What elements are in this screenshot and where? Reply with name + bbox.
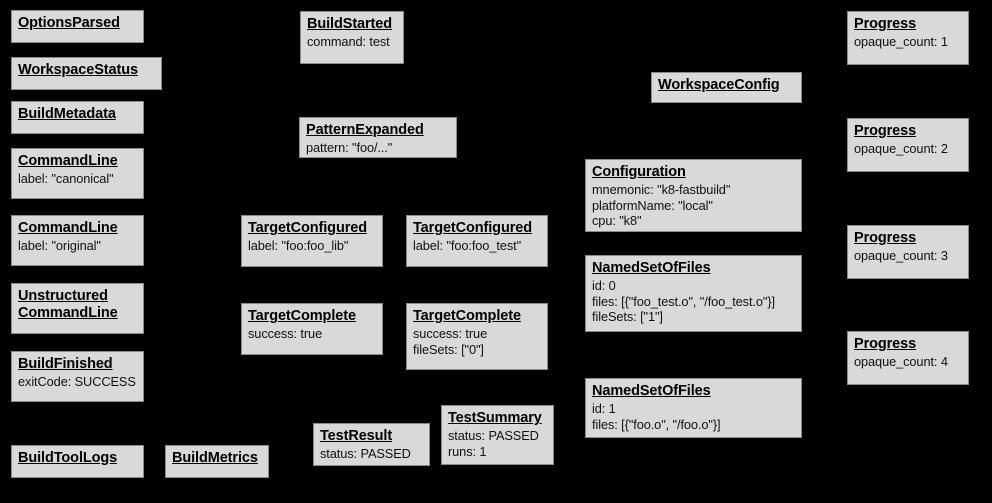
node-configuration[interactable]: Configuration mnemonic: "k8-fastbuild" pl… [585,159,802,232]
node-build-started[interactable]: BuildStarted command: test [300,11,404,64]
node-title: BuildMetrics [172,450,258,466]
node-title: Progress [854,16,917,32]
node-title: TargetConfigured [248,220,367,236]
node-title: WorkspaceStatus [18,62,138,78]
node-title: Unstructured CommandLine [18,288,118,321]
node-target-complete-test[interactable]: TargetComplete success: true fileSets: ["… [406,303,548,370]
node-title: Configuration [592,164,686,180]
node-title: WorkspaceConfig [658,77,780,93]
node-workspace-config[interactable]: WorkspaceConfig [651,72,802,103]
node-title: PatternExpanded [306,122,424,138]
node-test-result[interactable]: TestResult status: PASSED [313,423,430,466]
node-command-line-canonical[interactable]: CommandLine label: "canonical" [11,148,144,199]
node-fields: label: "foo:foo_lib" [248,238,349,253]
node-unstructured-cmdline[interactable]: Unstructured CommandLine [11,283,144,334]
node-title: BuildToolLogs [18,450,118,466]
node-fields: label: "foo:foo_test" [413,238,522,253]
node-fields: command: test [307,34,390,49]
node-fields: exitCode: SUCCESS [18,374,136,389]
node-command-line-original[interactable]: CommandLine label: "original" [11,215,144,266]
node-title: NamedSetOfFiles [592,260,711,276]
node-title: TargetConfigured [413,220,532,236]
node-target-configured-lib[interactable]: TargetConfigured label: "foo:foo_lib" [241,215,383,267]
node-title: Progress [854,123,917,139]
node-title: CommandLine [18,153,118,169]
node-build-finished[interactable]: BuildFinished exitCode: SUCCESS [11,351,144,402]
node-title: OptionsParsed [18,15,120,31]
node-title: TargetComplete [248,308,356,324]
node-progress-2[interactable]: Progress opaque_count: 2 [847,118,969,172]
node-title: Progress [854,336,917,352]
node-title: BuildStarted [307,16,393,32]
node-fields: label: "canonical" [18,171,114,186]
node-fields: success: true [248,326,323,341]
node-fields: opaque_count: 1 [854,34,948,49]
node-fields: opaque_count: 2 [854,141,948,156]
node-title: TestSummary [448,410,542,426]
node-title: Progress [854,230,917,246]
node-progress-1[interactable]: Progress opaque_count: 1 [847,11,969,65]
node-fields: id: 0 files: [{"foo_test.o", "/foo_test.… [592,278,775,324]
node-fields: opaque_count: 3 [854,248,948,263]
node-build-metrics[interactable]: BuildMetrics [165,445,269,478]
node-progress-3[interactable]: Progress opaque_count: 3 [847,225,969,279]
node-build-metadata[interactable]: BuildMetadata [11,101,144,134]
node-named-set-of-files-0[interactable]: NamedSetOfFiles id: 0 files: [{"foo_test.… [585,255,802,332]
node-build-tool-logs[interactable]: BuildToolLogs [11,445,144,478]
node-fields: mnemonic: "k8-fastbuild" platformName: "… [592,182,731,228]
node-title: BuildFinished [18,356,113,372]
node-title: BuildMetadata [18,106,116,122]
node-target-complete-lib[interactable]: TargetComplete success: true [241,303,383,355]
node-test-summary[interactable]: TestSummary status: PASSED runs: 1 [441,405,554,465]
node-title: TestResult [320,428,393,444]
node-progress-4[interactable]: Progress opaque_count: 4 [847,331,969,385]
node-fields: pattern: "foo/..." [306,140,393,155]
node-fields: status: PASSED runs: 1 [448,428,539,459]
node-target-configured-test[interactable]: TargetConfigured label: "foo:foo_test" [406,215,548,267]
node-fields: success: true fileSets: ["0"] [413,326,488,357]
node-workspace-status[interactable]: WorkspaceStatus [11,57,162,90]
node-pattern-expanded[interactable]: PatternExpanded pattern: "foo/..." [299,117,457,158]
node-fields: opaque_count: 4 [854,354,948,369]
node-named-set-of-files-1[interactable]: NamedSetOfFiles id: 1 files: [{"foo.o", "… [585,378,802,438]
node-title: CommandLine [18,220,118,236]
node-fields: id: 1 files: [{"foo.o", "/foo.o"}] [592,401,721,432]
node-options-parsed[interactable]: OptionsParsed [11,10,144,43]
node-fields: label: "original" [18,238,101,253]
node-title: NamedSetOfFiles [592,383,711,399]
node-title: TargetComplete [413,308,521,324]
node-fields: status: PASSED [320,446,411,461]
